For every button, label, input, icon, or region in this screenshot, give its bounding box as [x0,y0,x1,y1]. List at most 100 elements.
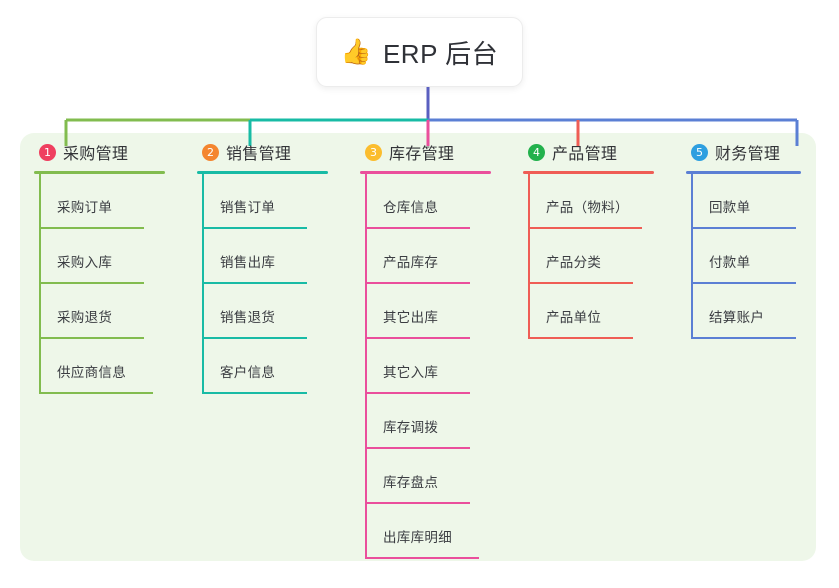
branch-item[interactable]: 付款单 [693,229,835,284]
branch-underline [686,171,801,174]
branch-item-underline [367,447,470,449]
branch-item-list: 产品（物料） 产品分类产品单位 [528,174,672,339]
branch-spine [365,174,367,559]
branch-item-label: 其它出库 [383,310,439,325]
branch-item-underline [367,282,470,284]
branch-underline [360,171,491,174]
branch-spine [691,174,693,339]
branch-item-underline [367,337,470,339]
branch-item-label: 仓库信息 [383,200,439,215]
branch-item-underline [367,227,470,229]
branch-item[interactable]: 客户信息 [204,339,346,394]
branch-item-underline [41,392,153,394]
branch-item[interactable]: 产品单位 [530,284,672,339]
branch-item-list: 销售订单销售出库销售退货客户信息 [202,174,346,394]
root-node-content: 👍 ERP 后台 [341,34,498,71]
branch-item[interactable]: 其它出库 [367,284,509,339]
branch-item-list: 仓库信息产品库存其它出库其它入库库存调拨库存盘点出库库明细 [365,174,509,559]
thumbs-up-icon: 👍 [340,37,372,66]
branch-item-label: 采购入库 [57,255,113,270]
branch-column: 3 库存管理仓库信息产品库存其它出库其它入库库存调拨库存盘点出库库明细 [346,133,509,559]
branch-columns: 1 采购管理采购订单采购入库采购退货供应商信息 2 销售管理销售订单销售出库销售退货客… [20,133,816,561]
branch-header[interactable]: 4 产品管理 [509,133,672,171]
branch-item-label: 产品库存 [383,255,439,270]
branch-number-badge: 2 [202,143,219,161]
branch-item-label: 库存盘点 [383,475,439,490]
branch-item-underline [530,282,633,284]
root-node[interactable]: 👍 ERP 后台 [316,17,523,87]
branch-item-label: 产品单位 [546,310,602,325]
branch-number-badge: 4 [528,143,545,161]
branch-number-badge: 3 [365,143,382,161]
branch-header[interactable]: 5 财务管理 [672,133,835,171]
branch-item-underline [204,392,307,394]
branch-item-list: 采购订单采购入库采购退货供应商信息 [39,174,183,394]
branch-header[interactable]: 3 库存管理 [346,133,509,171]
branch-header[interactable]: 2 销售管理 [183,133,346,171]
branch-item-label: 其它入库 [383,365,439,380]
branch-item-label: 付款单 [709,255,751,270]
branch-item[interactable]: 回款单 [693,174,835,229]
branch-column: 2 销售管理销售订单销售出库销售退货客户信息 [183,133,346,394]
branch-item[interactable]: 销售订单 [204,174,346,229]
branch-item[interactable]: 产品分类 [530,229,672,284]
branch-item-label: 出库库明细 [383,530,452,545]
branch-item[interactable]: 仓库信息 [367,174,509,229]
branch-item-label: 库存调拨 [383,420,439,435]
branch-title: 财务管理 [715,146,781,163]
branch-item[interactable]: 采购退货 [41,284,183,339]
branch-spine [202,174,204,394]
branch-spine [528,174,530,339]
branch-item-label: 销售退货 [220,310,276,325]
branch-header[interactable]: 1 采购管理 [20,133,183,171]
branch-number-badge: 5 [691,143,708,161]
branch-item-underline [367,392,470,394]
branch-item[interactable]: 出库库明细 [367,504,509,559]
branch-item-list: 回款单付款单结算账户 [691,174,835,339]
branch-item-label: 客户信息 [220,365,276,380]
branch-item-label: 采购订单 [57,200,113,215]
branch-item-underline [41,282,144,284]
branch-item-underline [204,227,307,229]
branch-underline [197,171,328,174]
branch-item-label: 结算账户 [709,310,765,325]
branch-title: 库存管理 [389,146,455,163]
branch-item-underline [530,227,642,229]
branch-column: 5 财务管理回款单付款单结算账户 [672,133,835,339]
branch-title: 销售管理 [226,146,292,163]
branch-item-label: 供应商信息 [57,365,126,380]
branch-title: 采购管理 [63,146,129,163]
branch-title: 产品管理 [552,146,618,163]
branch-item-label: 产品（物料） [546,200,629,215]
branches-panel [20,133,816,561]
branch-item-label: 销售订单 [220,200,276,215]
branch-item[interactable]: 产品（物料） [530,174,672,229]
branch-item[interactable]: 结算账户 [693,284,835,339]
branch-item-underline [367,557,479,559]
branch-column: 4 产品管理产品（物料） 产品分类产品单位 [509,133,672,339]
branch-item[interactable]: 采购入库 [41,229,183,284]
branch-column: 1 采购管理采购订单采购入库采购退货供应商信息 [20,133,183,394]
branch-item[interactable]: 供应商信息 [41,339,183,394]
branch-item[interactable]: 销售出库 [204,229,346,284]
branch-underline [523,171,654,174]
branch-item[interactable]: 产品库存 [367,229,509,284]
branch-item-underline [204,337,307,339]
branch-number-badge: 1 [39,143,56,161]
branch-item[interactable]: 其它入库 [367,339,509,394]
branch-item-label: 产品分类 [546,255,602,270]
branch-item-underline [693,227,796,229]
branch-item[interactable]: 库存盘点 [367,449,509,504]
branch-item-label: 销售出库 [220,255,276,270]
branch-item-label: 采购退货 [57,310,113,325]
branch-item-underline [530,337,633,339]
branch-item-underline [41,227,144,229]
root-node-label: ERP 后台 [382,38,499,69]
branch-item-label: 回款单 [709,200,751,215]
branch-underline [34,171,165,174]
branch-item[interactable]: 销售退货 [204,284,346,339]
branch-item[interactable]: 采购订单 [41,174,183,229]
branch-item-underline [41,337,144,339]
branch-item[interactable]: 库存调拨 [367,394,509,449]
branch-item-underline [367,502,470,504]
